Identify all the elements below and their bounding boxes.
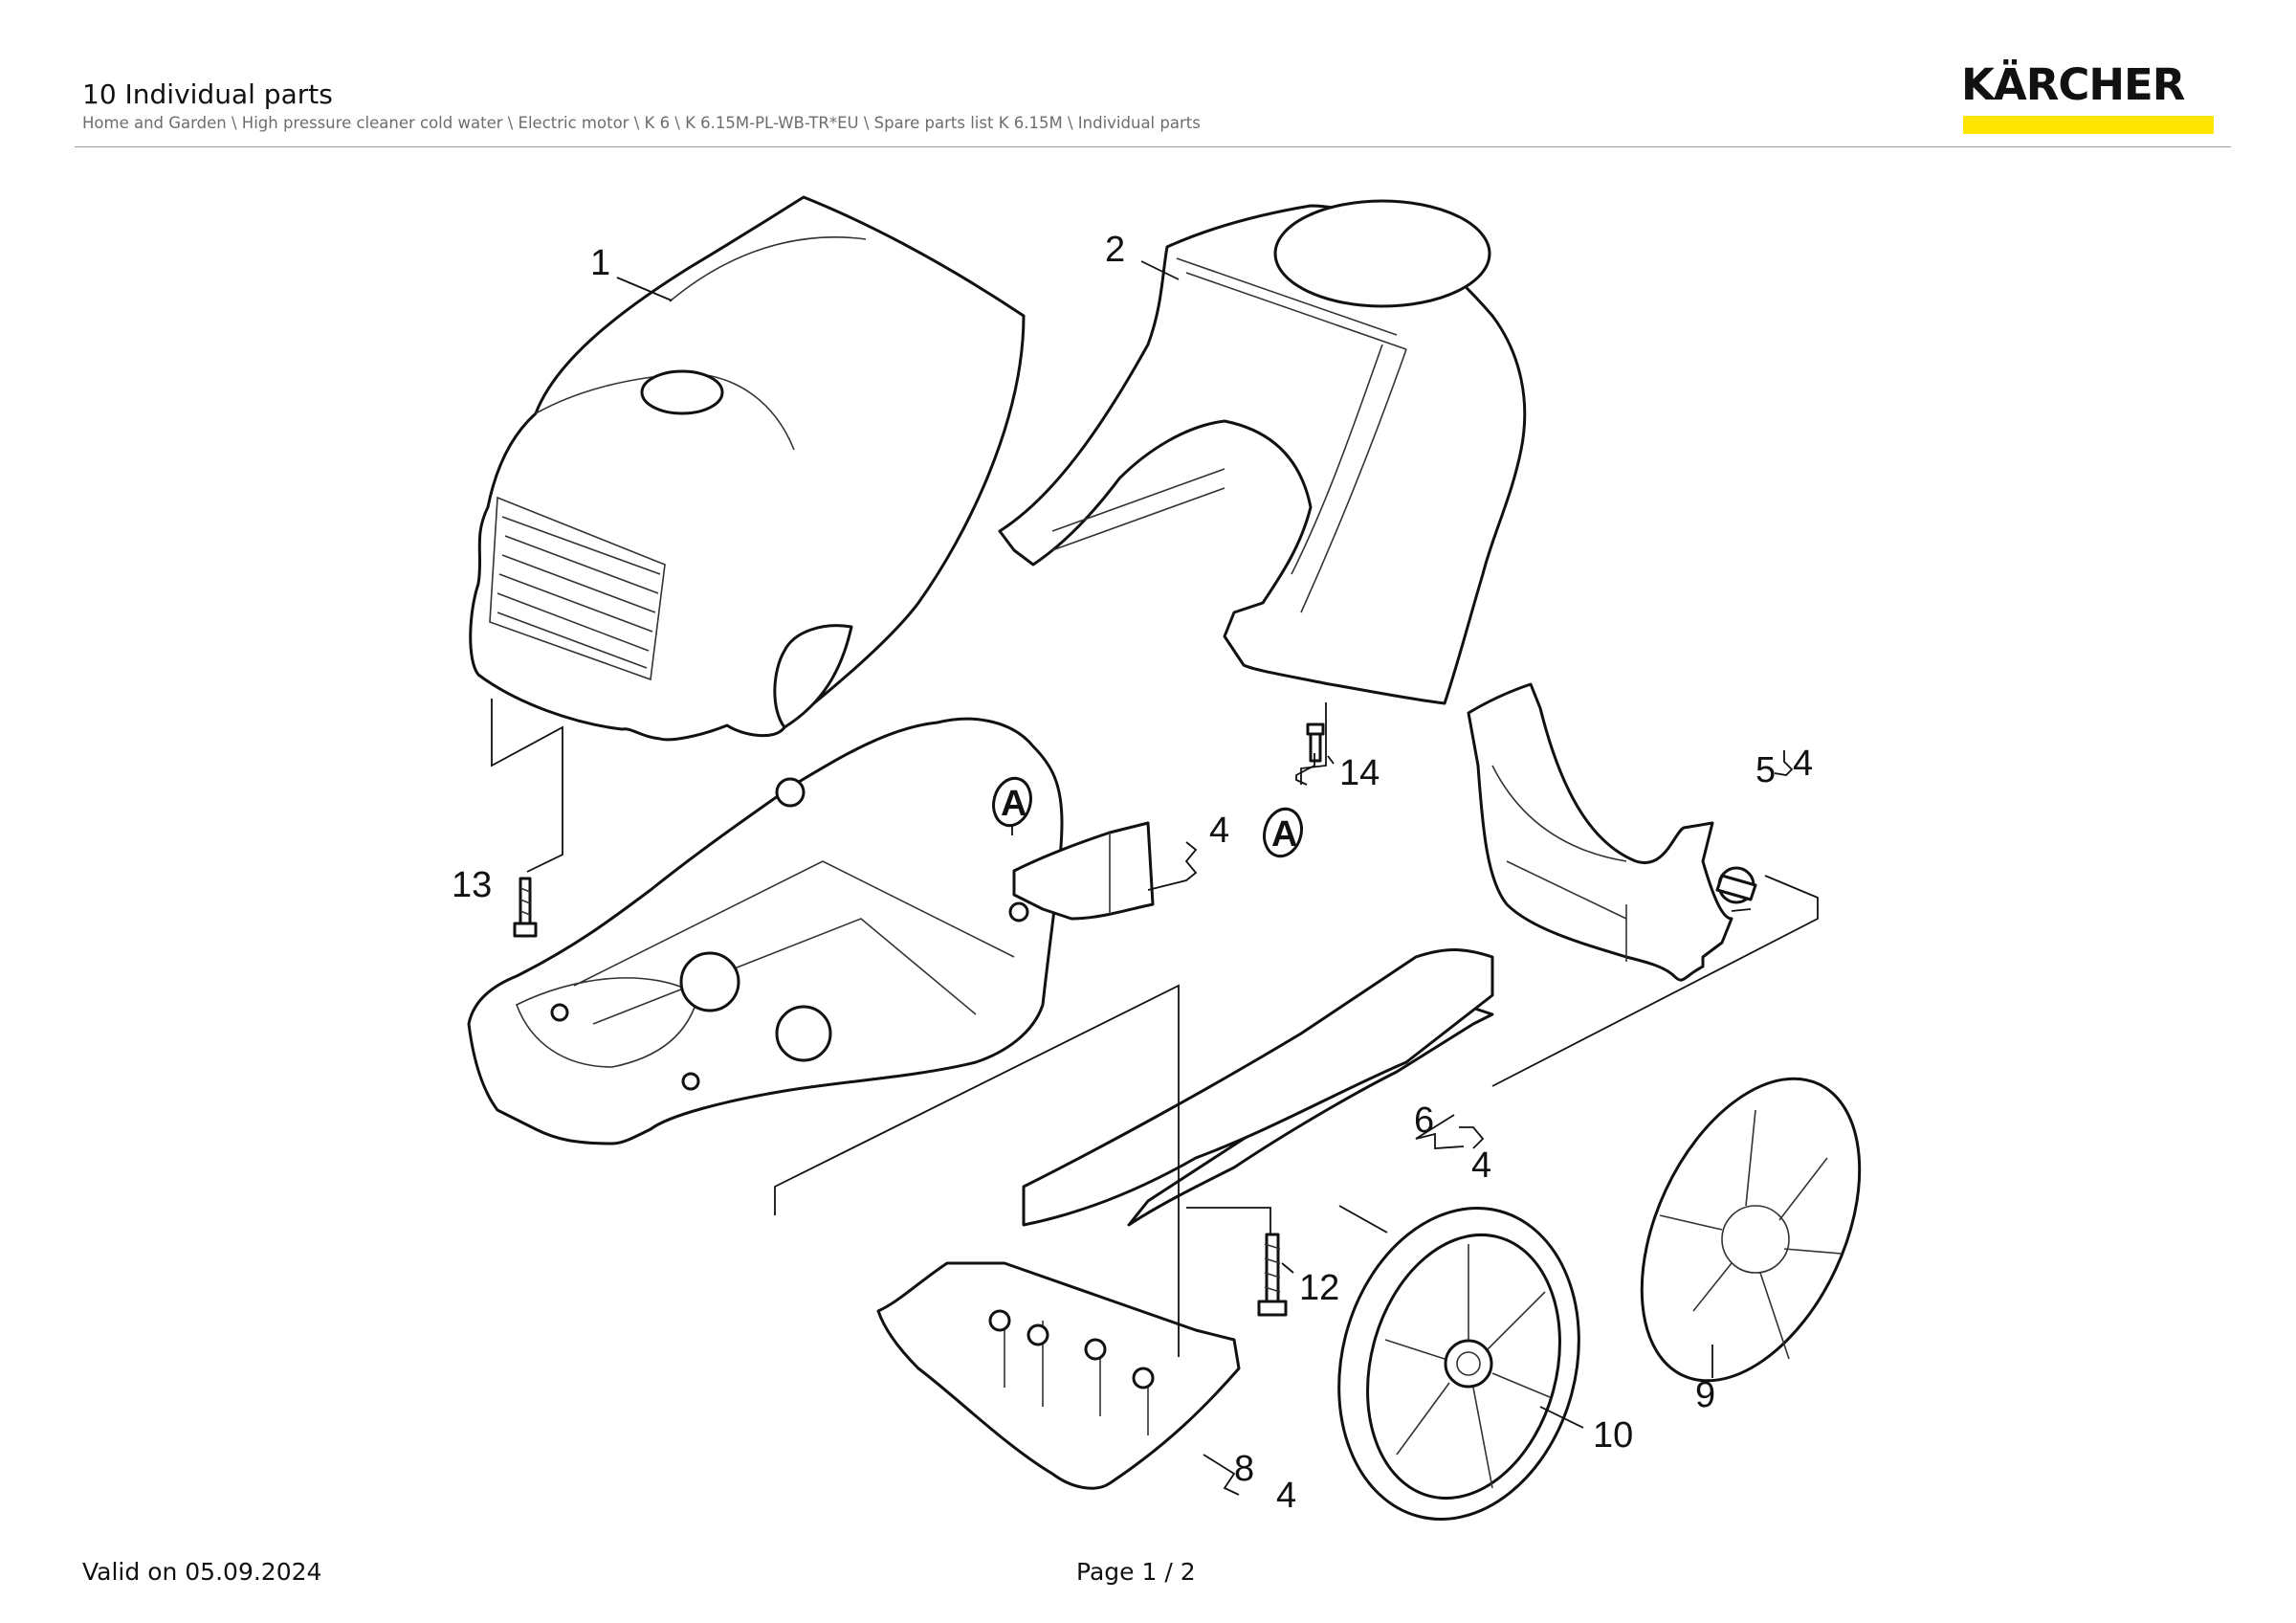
- part-8-lower-support: [876, 1261, 1241, 1490]
- callout-4-upper: 4: [1209, 811, 1229, 851]
- marker-a-2: A: [1263, 807, 1303, 858]
- footer-page-number: Page 1 / 2: [1076, 1558, 1196, 1586]
- callout-14: 14: [1339, 753, 1380, 793]
- callout-6: 6: [1414, 1101, 1434, 1141]
- callout-4-bracket: 4: [1793, 744, 1813, 784]
- callout-13: 13: [452, 865, 492, 905]
- callout-4-beam: 4: [1471, 1145, 1491, 1186]
- callout-2: 2: [1105, 230, 1125, 270]
- part-2-rear-cover: [998, 199, 1527, 705]
- part-14-small-screw: [1306, 723, 1325, 763]
- callout-8: 8: [1234, 1449, 1254, 1489]
- breadcrumb: Home and Garden \ High pressure cleaner …: [82, 114, 1201, 132]
- callout-12: 12: [1299, 1268, 1339, 1308]
- leader-lines: [491, 260, 1819, 1496]
- part-10-wheel: [1337, 1207, 1580, 1521]
- part-9-hub-cap: [1640, 1077, 1862, 1383]
- part-5-wheel-bracket: [1467, 682, 1757, 982]
- header-divider: [75, 146, 2231, 147]
- part-4-clip-upper: [1012, 821, 1155, 921]
- kaercher-logo: KÄRCHER: [1961, 63, 2214, 138]
- callout-4-support: 4: [1276, 1476, 1296, 1516]
- marker-a-label-1: A: [1001, 784, 1027, 824]
- footer-valid-date: Valid on 05.09.2024: [82, 1558, 322, 1586]
- logo-yellow-bar: [1963, 116, 2214, 134]
- part-1-hood: [469, 195, 1026, 742]
- page-title: 10 Individual parts: [82, 78, 333, 110]
- part-12-long-screw: [1257, 1233, 1288, 1317]
- marker-a-label-2: A: [1271, 814, 1297, 855]
- callout-1: 1: [590, 243, 610, 283]
- callout-10: 10: [1593, 1415, 1633, 1456]
- part-6-axle-beam: [1022, 948, 1494, 1227]
- callout-9: 9: [1695, 1375, 1715, 1415]
- marker-a-1: A: [992, 776, 1032, 835]
- logo-wordmark: KÄRCHER: [1961, 59, 2185, 110]
- part-13-small-screw: [513, 877, 538, 938]
- callout-5: 5: [1755, 750, 1776, 790]
- chassis-base: [467, 717, 1494, 1227]
